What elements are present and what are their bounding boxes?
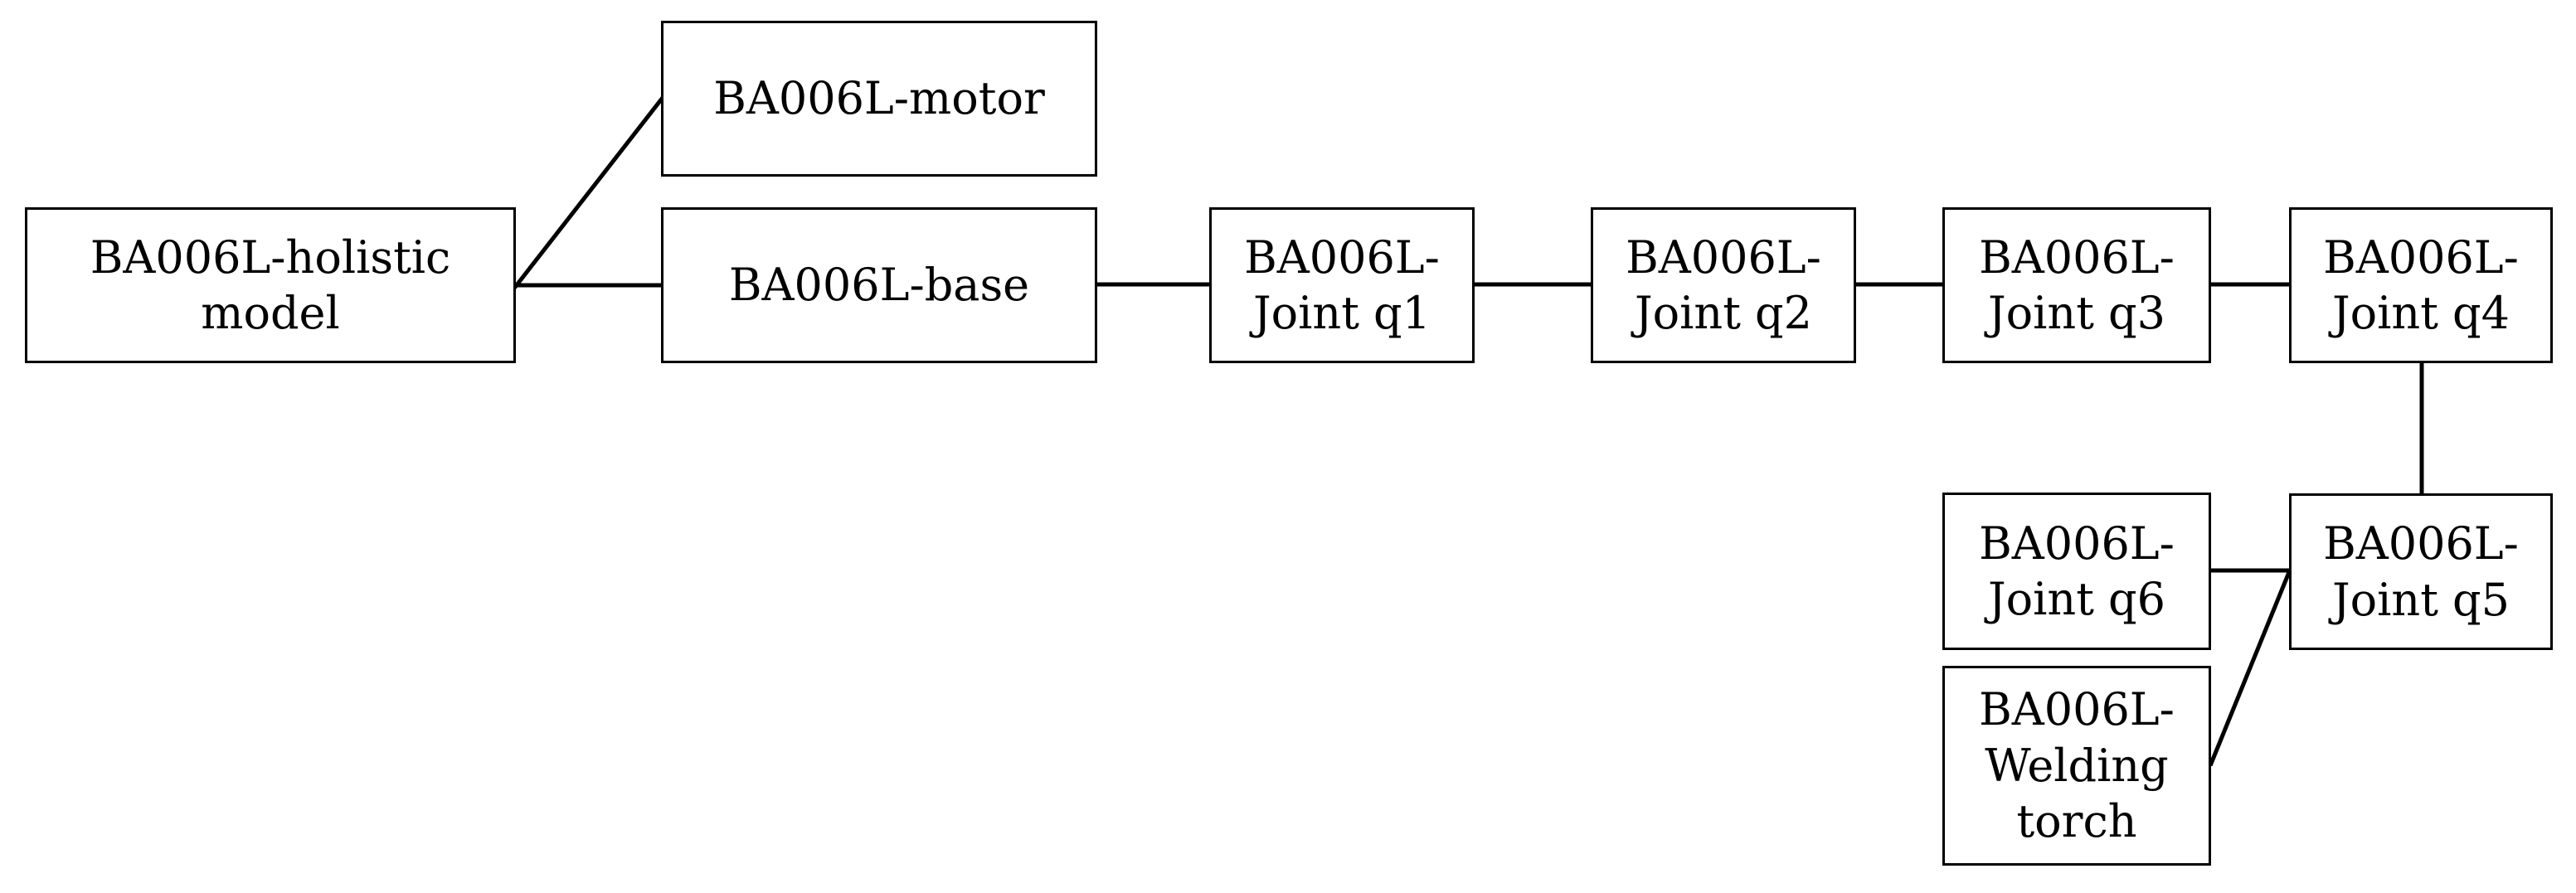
node-welding-torch: BA006L- Welding torch: [1942, 666, 2211, 866]
node-motor-label: BA006L-motor: [713, 72, 1045, 125]
node-joint-q6-label: BA006L- Joint q6: [1979, 517, 2175, 626]
node-joint-q2: BA006L- Joint q2: [1591, 207, 1856, 363]
node-joint-q3-label: BA006L- Joint q3: [1979, 231, 2175, 340]
node-joint-q1: BA006L- Joint q1: [1209, 207, 1475, 363]
node-joint-q4-label: BA006L- Joint q4: [2323, 231, 2519, 340]
node-base-label: BA006L-base: [728, 259, 1030, 312]
node-joint-q6: BA006L- Joint q6: [1942, 493, 2211, 650]
node-welding-torch-label: BA006L- Welding torch: [1979, 683, 2175, 848]
node-joint-q2-label: BA006L- Joint q2: [1626, 231, 1821, 340]
node-joint-q5: BA006L- Joint q5: [2289, 493, 2553, 650]
node-holistic-model: BA006L-holistic model: [25, 207, 516, 363]
edge-holistic-motor: [513, 95, 665, 289]
node-joint-q5-label: BA006L- Joint q5: [2323, 517, 2519, 626]
node-joint-q1-label: BA006L- Joint q1: [1244, 231, 1440, 340]
node-base: BA006L-base: [661, 207, 1097, 363]
edge-weldingtorch-jointq5: [2208, 569, 2292, 767]
node-motor: BA006L-motor: [661, 21, 1097, 177]
node-joint-q3: BA006L- Joint q3: [1942, 207, 2211, 363]
node-joint-q4: BA006L- Joint q4: [2289, 207, 2553, 363]
node-holistic-model-label: BA006L-holistic model: [90, 231, 451, 340]
